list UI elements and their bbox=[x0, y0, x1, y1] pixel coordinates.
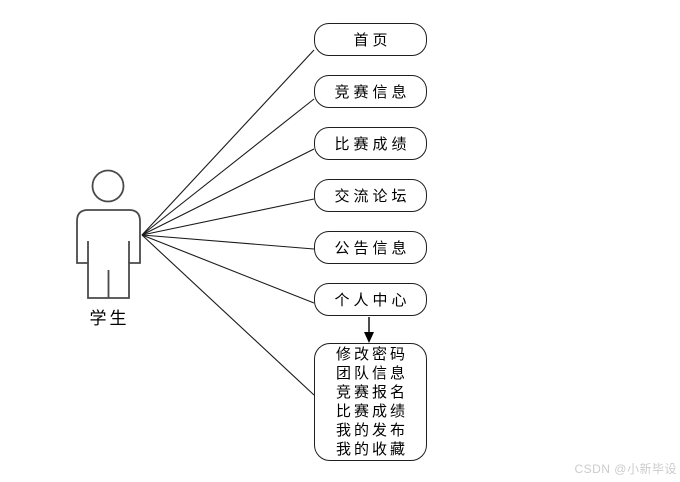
use-case-competition-info: 竞赛信息 bbox=[314, 75, 427, 108]
association-line-forum bbox=[141, 198, 315, 236]
menu-item-my-posts: 我的发布 bbox=[335, 422, 408, 439]
use-case-label: 个人中心 bbox=[334, 292, 411, 309]
association-line-personal-center bbox=[141, 234, 315, 304]
actor-label: 学生 bbox=[89, 309, 130, 328]
arrow-head bbox=[364, 332, 374, 343]
use-case-label: 公告信息 bbox=[334, 240, 411, 257]
menu-item-signup: 竞赛报名 bbox=[335, 384, 408, 401]
use-case-personal-center: 个人中心 bbox=[314, 283, 427, 316]
use-case-label: 首页 bbox=[353, 32, 392, 49]
actor-person-icon bbox=[76, 169, 141, 299]
use-case-home: 首页 bbox=[314, 23, 427, 56]
watermark-text: CSDN @小新毕设 bbox=[574, 462, 677, 476]
association-line-personal-menu bbox=[141, 234, 315, 396]
menu-item-team-info: 团队信息 bbox=[335, 365, 408, 382]
use-case-match-results: 比赛成绩 bbox=[314, 127, 427, 160]
use-case-forum: 交流论坛 bbox=[314, 179, 427, 212]
use-case-announcements: 公告信息 bbox=[314, 231, 427, 264]
association-line-competition-info bbox=[141, 98, 315, 236]
personal-center-arrow bbox=[364, 317, 374, 343]
association-lines bbox=[141, 49, 315, 396]
personal-center-menu-box: 修改密码 团队信息 竞赛报名 比赛成绩 我的发布 我的收藏 bbox=[314, 343, 427, 461]
association-line-announcements bbox=[141, 234, 315, 250]
menu-item-match-results: 比赛成绩 bbox=[335, 403, 408, 420]
actor-body bbox=[76, 209, 141, 299]
association-line-match-results bbox=[141, 148, 315, 236]
use-case-label: 交流论坛 bbox=[334, 188, 411, 205]
use-case-label: 比赛成绩 bbox=[334, 136, 411, 153]
use-case-label: 竞赛信息 bbox=[334, 84, 411, 101]
menu-item-change-password: 修改密码 bbox=[335, 346, 408, 363]
association-line-home bbox=[141, 49, 315, 236]
menu-item-my-favorites: 我的收藏 bbox=[335, 441, 408, 458]
actor-head bbox=[91, 169, 125, 203]
